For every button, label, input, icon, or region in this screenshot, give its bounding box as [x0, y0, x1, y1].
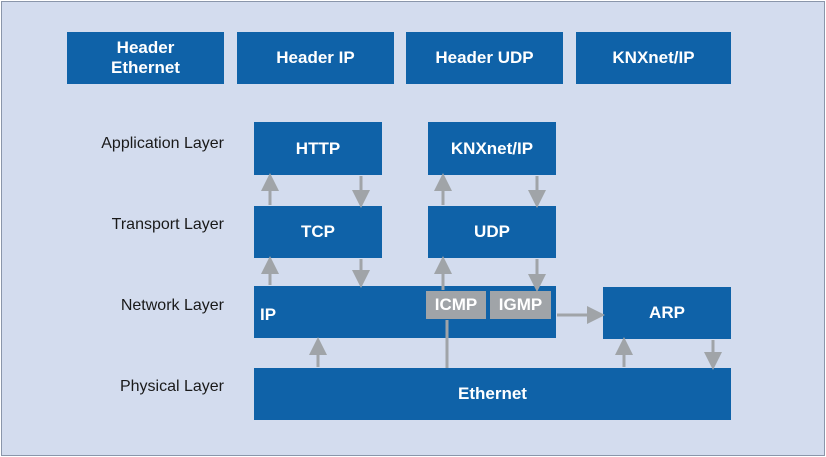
- layer-label-network: Network Layer: [120, 297, 224, 314]
- header-ip-box: Header IP: [237, 32, 394, 84]
- knxnet-ip-box: KNXnet/IP: [428, 122, 556, 175]
- header-ethernet-box: Header Ethernet: [67, 32, 224, 84]
- header-knxnet-box: KNXnet/IP: [576, 32, 731, 84]
- tcp-box: TCP: [254, 206, 382, 258]
- udp-box: UDP: [428, 206, 556, 258]
- header-udp-box: Header UDP: [406, 32, 563, 84]
- layer-label-application: Application Layer: [101, 135, 224, 152]
- arp-box: ARP: [603, 287, 731, 339]
- igmp-box: IGMP: [490, 291, 551, 319]
- icmp-box: ICMP: [426, 291, 486, 319]
- layer-label-physical: Physical Layer: [119, 378, 224, 395]
- http-box: HTTP: [254, 122, 382, 175]
- layer-label-transport: Transport Layer: [111, 216, 224, 233]
- ethernet-box: Ethernet: [254, 368, 731, 420]
